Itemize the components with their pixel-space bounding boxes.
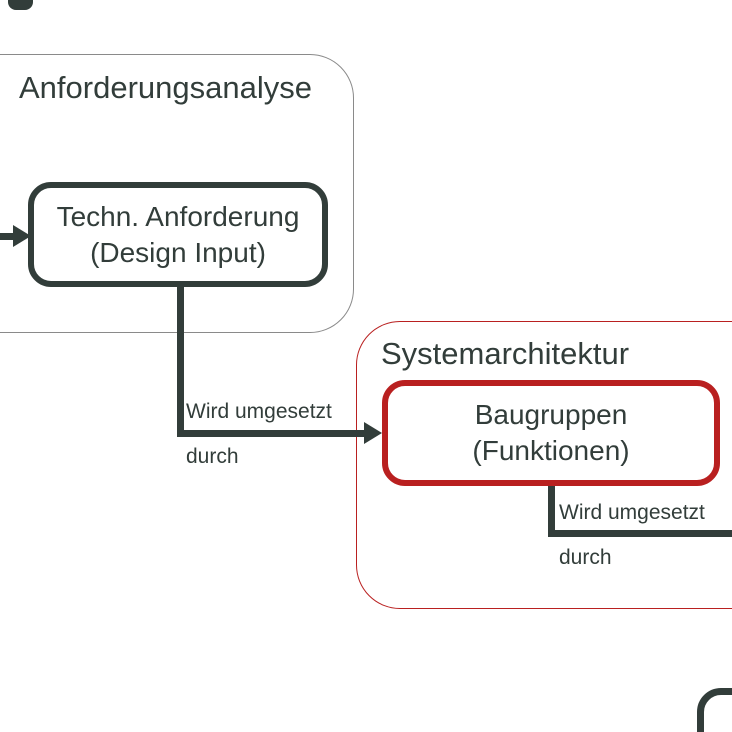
node-techn-anforderung: Techn. Anforderung (Design Input) (28, 182, 328, 287)
edge-incoming-left-shaft (0, 233, 15, 240)
node-baugruppen: Baugruppen (Funktionen) (382, 380, 720, 486)
edge-incoming-left-arrowhead-icon (13, 225, 31, 247)
offscreen-box-fragment-top-left (8, 0, 33, 10)
node-baugruppen-line2: (Funktionen) (472, 435, 630, 466)
edge-baugruppen-to-next-label-bottom: durch (559, 546, 612, 569)
edge-techn-to-baugruppen-label-top: Wird umgesetzt (186, 400, 332, 423)
edge-techn-to-baugruppen-horizontal (177, 430, 365, 437)
edge-baugruppen-to-next-label-top: Wird umgesetzt (559, 501, 705, 524)
edge-techn-to-baugruppen-label-bottom: durch (186, 445, 239, 468)
node-baugruppen-line1: Baugruppen (474, 399, 628, 430)
node-techn-anforderung-line2: (Design Input) (90, 236, 266, 268)
group-systemarchitektur-title: Systemarchitektur (381, 336, 630, 371)
edge-baugruppen-to-next-vertical (548, 486, 555, 534)
offscreen-box-fragment-bottom-right (697, 688, 732, 732)
node-techn-anforderung-line1: Techn. Anforderung (56, 200, 300, 232)
edge-techn-to-baugruppen-arrowhead-icon (364, 422, 382, 444)
edge-baugruppen-to-next-horizontal (548, 530, 732, 537)
group-anforderungsanalyse-title: Anforderungsanalyse (19, 70, 312, 105)
edge-techn-to-baugruppen-vertical (177, 286, 184, 437)
